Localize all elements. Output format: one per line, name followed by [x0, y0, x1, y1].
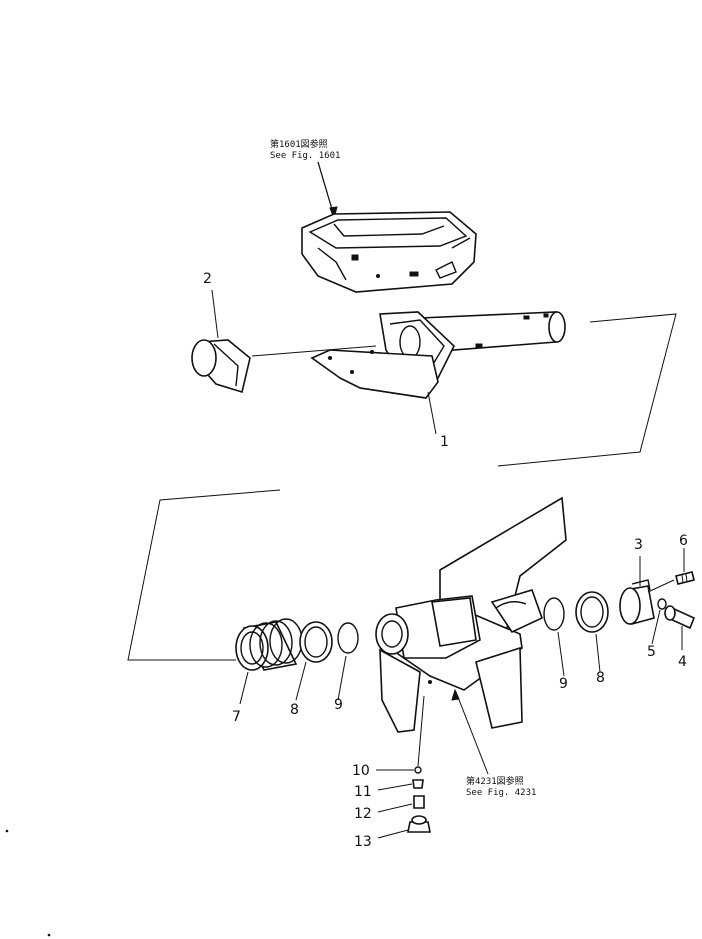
leader-5 — [651, 609, 661, 645]
corrugated-hose — [235, 618, 303, 671]
callout-5: 5 — [647, 644, 656, 660]
small-part-10 — [414, 766, 422, 774]
leader-2 — [211, 289, 219, 339]
chain-line-lower — [127, 489, 281, 661]
callout-12: 12 — [354, 806, 372, 822]
lower-frame — [375, 496, 567, 733]
small-part-12 — [413, 795, 425, 809]
leader-9-right — [557, 631, 565, 677]
callout-13: 13 — [354, 834, 372, 850]
leader-8-right — [595, 633, 601, 673]
callout-8-right: 8 — [596, 670, 605, 686]
small-part-13 — [407, 815, 431, 833]
ring-right — [543, 597, 565, 631]
callout-7: 7 — [232, 709, 241, 725]
screw — [675, 571, 695, 585]
callout-3: 3 — [634, 537, 643, 553]
speck — [5, 829, 9, 833]
washer — [657, 598, 667, 610]
leader-8-left — [295, 661, 307, 701]
leader-10-up — [417, 695, 425, 767]
bolt — [664, 605, 696, 630]
callout-8-left: 8 — [290, 702, 299, 718]
ref-top-en: See Fig. 1601 — [270, 151, 340, 161]
callout-2: 2 — [203, 271, 212, 287]
cover-cap — [191, 339, 251, 394]
ref-top-jp: 第1601図参照 — [270, 138, 328, 150]
callout-4: 4 — [678, 654, 687, 670]
speck — [47, 933, 51, 937]
leader-1 — [427, 391, 437, 435]
ref-bottom-jp: 第4231図参照 — [466, 775, 524, 787]
ring-left — [337, 622, 359, 654]
arrow-top-ref — [329, 206, 338, 220]
arrow-bottom-ref — [451, 688, 460, 701]
callout-6: 6 — [679, 533, 688, 549]
leader-12 — [377, 803, 413, 813]
console-housing — [301, 211, 477, 293]
leader-cap-to-bracket — [251, 345, 377, 357]
callout-11: 11 — [354, 784, 372, 800]
leader-top-ref — [317, 161, 335, 217]
callout-9-right: 9 — [559, 676, 568, 692]
ref-bottom-en: See Fig. 4231 — [466, 788, 536, 798]
clamp-left — [299, 621, 333, 663]
small-part-11 — [412, 779, 424, 789]
callout-10: 10 — [352, 763, 370, 779]
chain-line-upper — [497, 313, 677, 467]
leader-13 — [377, 829, 409, 839]
housing-slot-1 — [351, 254, 359, 261]
callout-1: 1 — [440, 434, 449, 450]
leader-9-left — [337, 655, 347, 701]
leader-11 — [377, 783, 413, 791]
leader-screw-line — [647, 579, 675, 593]
leader-bottom-ref — [455, 691, 489, 775]
duct-assembly — [310, 311, 566, 399]
leader-7 — [239, 671, 249, 705]
housing-slot-2 — [409, 271, 419, 277]
callout-9-left: 9 — [334, 697, 343, 713]
clamp-right — [575, 591, 609, 633]
band-clamp — [619, 579, 655, 626]
